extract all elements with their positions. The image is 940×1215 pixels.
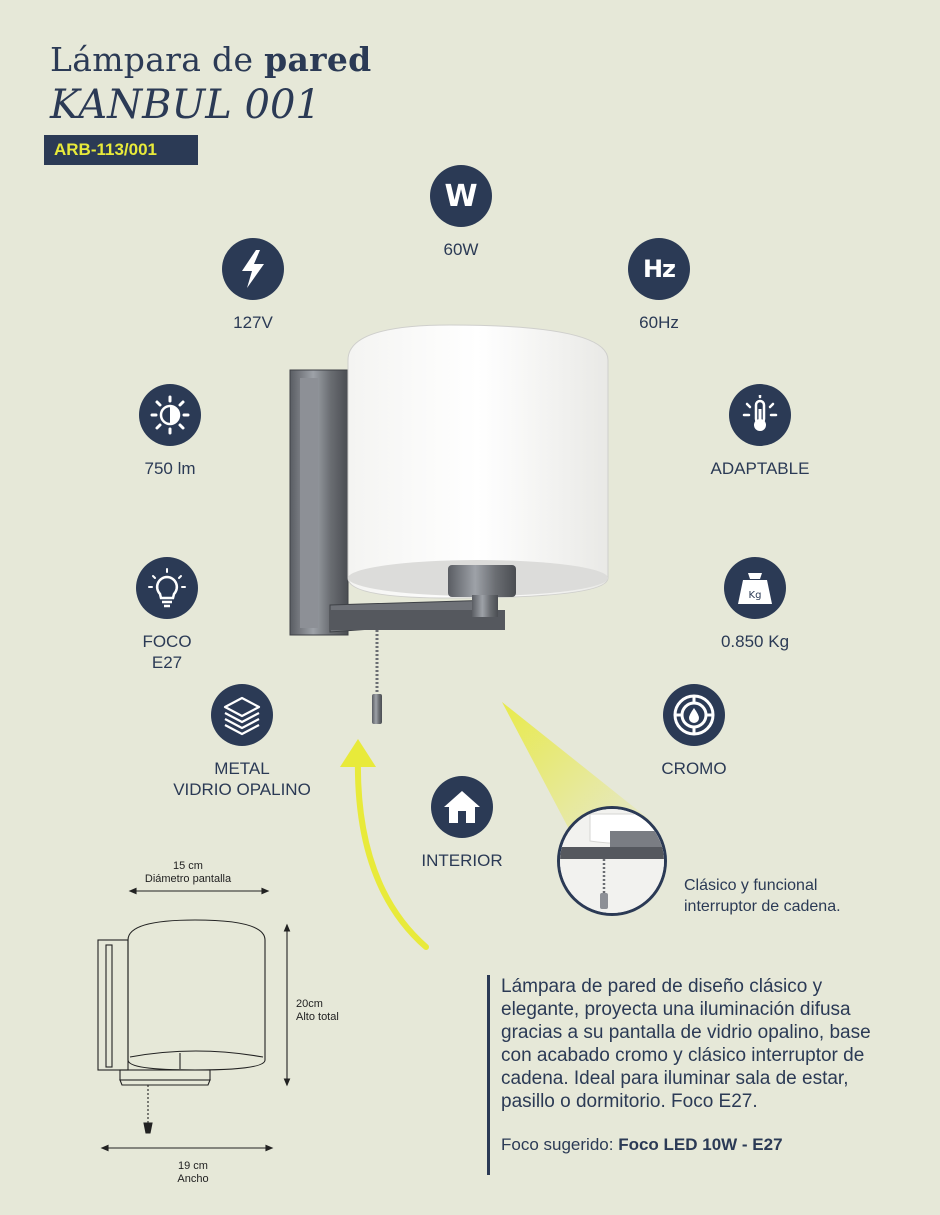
- dim-height: 20cm Alto total: [296, 998, 339, 1023]
- dimension-drawing: [97, 887, 291, 1152]
- lightning-icon: [222, 238, 284, 300]
- weight-icon-text: Kg: [749, 590, 762, 601]
- feature-callout: Clásico y funcional interruptor de caden…: [684, 877, 841, 915]
- arrow-icon: [340, 739, 429, 950]
- spec-temperature: ADAPTABLE: [680, 384, 840, 479]
- spec-weight: Kg 0.850 Kg: [675, 557, 835, 652]
- dim-width: 19 cm Ancho: [177, 1160, 209, 1185]
- lamp-illustration: [289, 324, 609, 724]
- house-icon: [431, 776, 493, 838]
- spec-watts: W 60W: [381, 165, 541, 260]
- weight-icon: Kg: [724, 557, 786, 619]
- spec-voltage: 127V: [173, 238, 333, 333]
- description-box: Lámpara de pared de diseño clásico y ele…: [487, 975, 897, 1175]
- thermometer-icon: [729, 384, 791, 446]
- spec-material: METAL VIDRIO OPALINO: [162, 684, 322, 800]
- bulb-icon: [136, 557, 198, 619]
- spec-finish: CROMO: [614, 684, 774, 779]
- spec-lumens: 750 lm: [90, 384, 250, 479]
- brightness-icon: [139, 384, 201, 446]
- model-name: KANBUL 001: [50, 82, 321, 128]
- chain-detail-circle: [557, 806, 667, 916]
- product-code-badge: ARB-113/001: [44, 135, 198, 165]
- hertz-icon: Hz: [628, 238, 690, 300]
- suggested-bulb: Foco sugerido: Foco LED 10W - E27: [501, 1135, 783, 1154]
- spec-frequency: Hz 60Hz: [579, 238, 739, 333]
- spec-bulb: FOCO E27: [87, 557, 247, 673]
- dim-diameter: 15 cm Diámetro pantalla: [144, 860, 232, 885]
- layers-icon: [211, 684, 273, 746]
- watt-icon: W: [430, 165, 492, 227]
- finish-icon: [663, 684, 725, 746]
- spec-location: INTERIOR: [382, 776, 542, 871]
- description-text: Lámpara de pared de diseño clásico y ele…: [501, 976, 871, 1112]
- page-title: Lámpara de pared: [50, 40, 372, 79]
